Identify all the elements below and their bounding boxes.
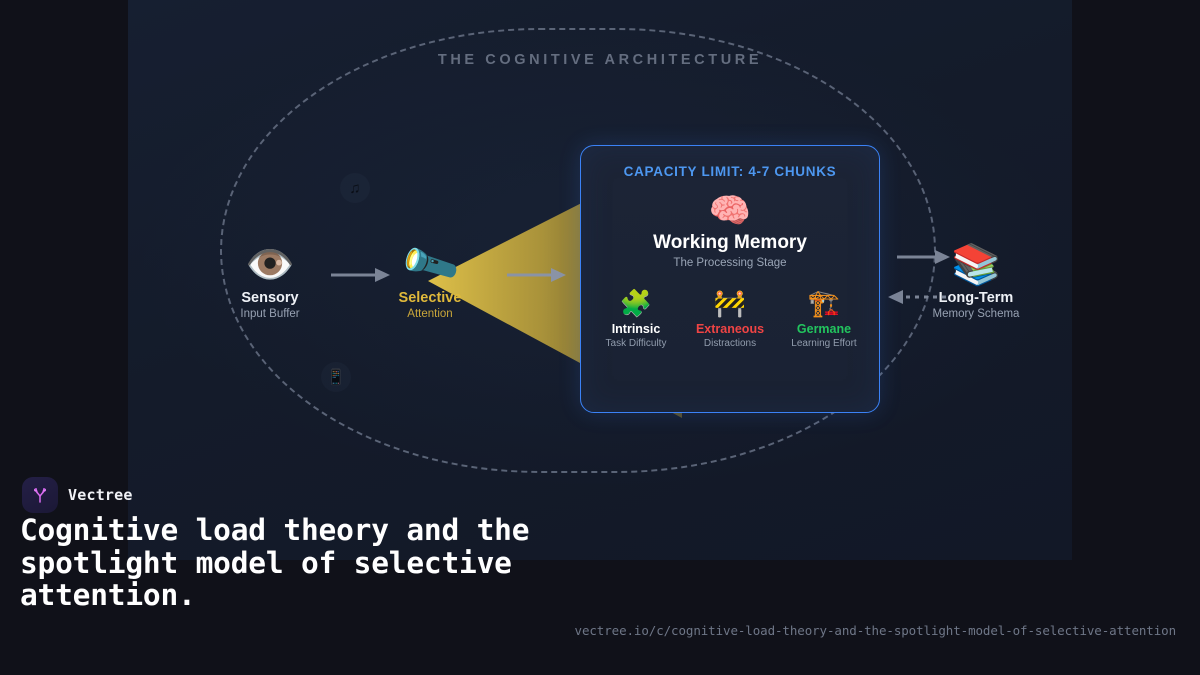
crane-icon: 🏗️ (807, 288, 841, 318)
node-long-term-label: Long-Term (938, 290, 1014, 306)
load-type-extraneous-name: Extraneous (695, 322, 765, 336)
node-selective-sublabel: Attention (407, 308, 453, 320)
capacity-limit-label: CAPACITY LIMIT: 4-7 CHUNKS (623, 164, 837, 179)
working-memory-title: Working Memory (653, 232, 807, 253)
node-sensory-label: Sensory (241, 290, 299, 306)
eye-icon: 👁️ (245, 243, 295, 287)
architecture-title: THE COGNITIVE ARCHITECTURE (437, 52, 763, 68)
node-selective-attention[interactable]: 🔦 Selective Attention (360, 234, 500, 320)
headline: Cognitive load theory and the spotlight … (20, 513, 530, 612)
footer-url: vectree.io/c/cognitive-load-theory-and-t… (574, 623, 1177, 638)
brain-icon: 🧠 (708, 192, 752, 230)
node-long-term-sublabel: Memory Schema (932, 308, 1020, 320)
load-type-germane-desc: Learning Effort (791, 338, 857, 349)
load-type-germane[interactable]: 🏗️ Germane Learning Effort (779, 287, 869, 349)
construction-barrier-icon: 🚧 (713, 288, 747, 318)
vectree-v-tree-icon (22, 477, 58, 513)
brand-name: Vectree (68, 486, 133, 504)
mobile-phone-glyph: 📱 (326, 369, 346, 386)
load-type-extraneous[interactable]: 🚧 Extraneous Distractions (685, 287, 775, 349)
node-long-term-memory[interactable]: 📚 Long-Term Memory Schema (906, 242, 1046, 320)
diagram-canvas: THE COGNITIVE ARCHITECTURE ♫ 📱 (128, 0, 1072, 560)
distractor-music-icon: ♫ (340, 173, 370, 203)
node-selective-label: Selective (398, 290, 462, 306)
music-note-glyph: ♫ (349, 179, 361, 197)
working-memory-panel[interactable]: CAPACITY LIMIT: 4-7 CHUNKS 🧠 Working Mem… (580, 145, 880, 413)
puzzle-piece-icon: 🧩 (619, 288, 653, 318)
load-type-germane-name: Germane (796, 322, 852, 336)
load-type-intrinsic-desc: Task Difficulty (605, 338, 667, 349)
books-icon: 📚 (951, 243, 1001, 287)
cognitive-load-types: 🧩 Intrinsic Task Difficulty 🚧 Extraneous… (581, 287, 879, 349)
flashlight-icon: 🔦 (397, 233, 463, 297)
node-sensory[interactable]: 👁️ Sensory Input Buffer (200, 242, 340, 320)
brand-row: Vectree (22, 477, 133, 513)
load-type-intrinsic[interactable]: 🧩 Intrinsic Task Difficulty (591, 287, 681, 349)
working-memory-subtitle: The Processing Stage (673, 257, 787, 269)
distractor-phone-icon: 📱 (321, 362, 351, 392)
load-type-extraneous-desc: Distractions (703, 338, 757, 349)
load-type-intrinsic-name: Intrinsic (611, 322, 661, 336)
node-sensory-sublabel: Input Buffer (240, 308, 300, 320)
